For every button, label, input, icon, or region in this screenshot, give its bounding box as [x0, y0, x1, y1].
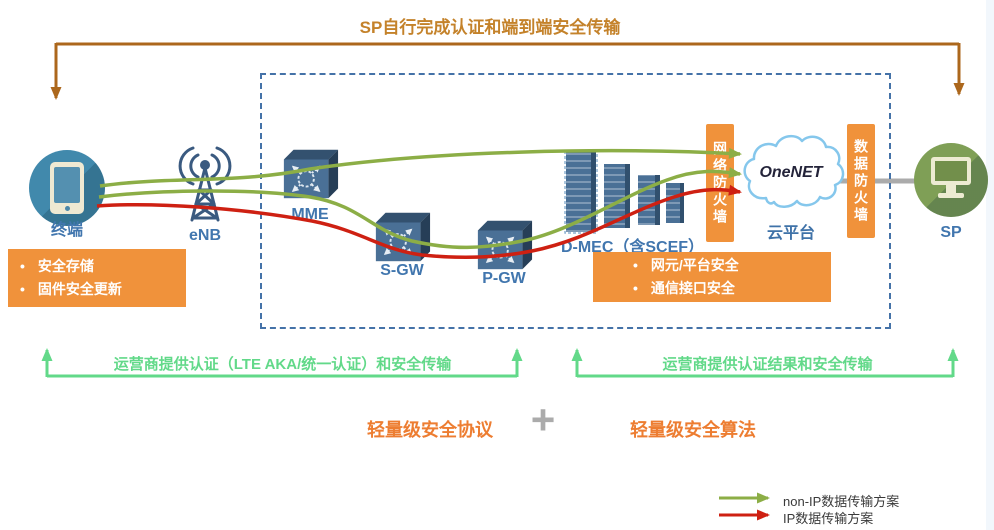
legend-ip-label: IP数据传输方案: [783, 511, 874, 526]
network-firewall-box: 网络防火墙: [706, 124, 734, 242]
mme-switch-icon: [280, 145, 340, 203]
terminal-node: [29, 150, 105, 226]
cloud-platform-label: 云平台: [766, 225, 815, 242]
enb-antenna-icon: [178, 146, 232, 222]
callout-item: 网元/平台安全: [621, 254, 831, 277]
monitor-icon: [931, 157, 971, 185]
monitor-base: [938, 193, 964, 198]
operator-auth-left-label: 运营商提供认证（LTE AKA/统一认证）和安全传输: [113, 356, 452, 373]
page-edge: [986, 0, 994, 530]
lightweight-algorithm-label: 轻量级安全算法: [630, 420, 756, 440]
terminal-label: 终端: [50, 222, 83, 239]
onenet-cloud-icon: OneNET: [743, 134, 845, 208]
smartphone-home-button: [65, 206, 70, 211]
dmec-security-callout: 网元/平台安全 通信接口安全: [593, 252, 831, 302]
monitor-stand: [946, 185, 956, 193]
sgw-switch-icon: [372, 208, 432, 266]
callout-item: 固件安全更新: [8, 278, 186, 301]
sp-node: [914, 143, 988, 217]
onenet-brand-text: OneNET: [759, 164, 823, 181]
smartphone-screen: [54, 167, 80, 203]
enb-label: eNB: [188, 227, 221, 244]
cloud-shape: [743, 134, 845, 208]
dmec-server-icon: [564, 150, 684, 234]
sgw-label: S-GW: [380, 262, 424, 279]
callout-item: 安全存储: [8, 255, 186, 278]
mme-label: MME: [291, 206, 329, 223]
pgw-switch-icon: [474, 216, 534, 274]
lightweight-protocol-label: 轻量级安全协议: [367, 420, 493, 440]
sp-label: SP: [940, 224, 962, 241]
smartphone-icon: [50, 162, 84, 214]
top-annotation-label: SP自行完成认证和端到端安全传输: [359, 18, 621, 37]
plus-icon: +: [530, 396, 556, 443]
pgw-label: P-GW: [482, 270, 526, 287]
terminal-security-callout: 安全存储 固件安全更新: [8, 249, 186, 307]
callout-item: 通信接口安全: [621, 277, 831, 300]
operator-auth-right-label: 运营商提供认证结果和安全传输: [662, 356, 873, 373]
legend-nonip-label: non-IP数据传输方案: [783, 494, 900, 509]
data-firewall-box: 数据防火墙: [847, 124, 875, 238]
